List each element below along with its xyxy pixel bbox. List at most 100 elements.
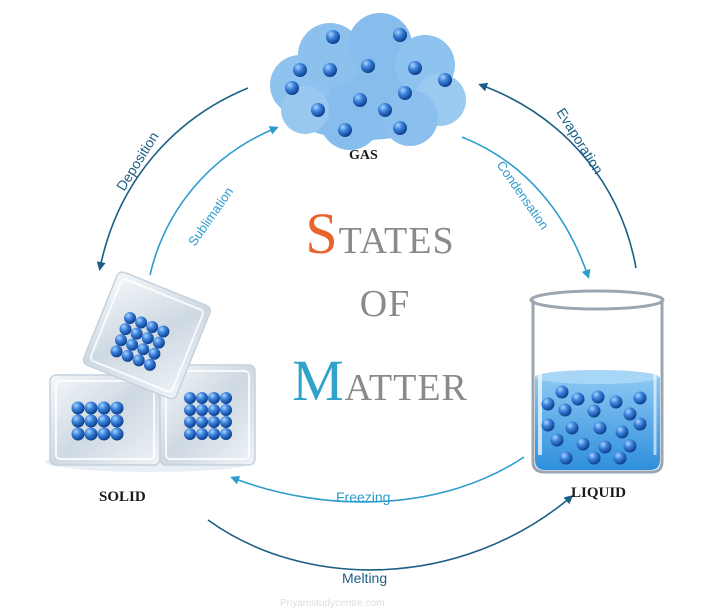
molecule [633, 417, 647, 431]
molecule [196, 428, 208, 440]
title-initial-s: S [305, 201, 339, 266]
molecule [438, 73, 452, 87]
molecule [565, 421, 579, 435]
molecule [571, 392, 585, 406]
molecule [285, 81, 299, 95]
molecule [615, 425, 629, 439]
molecule [591, 390, 605, 404]
molecule [623, 439, 637, 453]
molecule [208, 404, 220, 416]
freezing-arrow [230, 456, 525, 503]
molecule [132, 354, 145, 367]
molecule [609, 395, 623, 409]
molecule [220, 392, 232, 404]
molecule [208, 392, 220, 404]
molecule [555, 385, 569, 399]
liquid-label: LIQUID [571, 485, 627, 501]
title-of: OF [359, 283, 411, 325]
molecule [196, 404, 208, 416]
molecule [110, 427, 124, 441]
molecule [559, 451, 573, 465]
molecule [613, 451, 627, 465]
solid-label: SOLID [99, 489, 146, 505]
molecule [84, 401, 98, 415]
molecule [97, 427, 111, 441]
molecule [157, 325, 170, 338]
melting-label: Melting [342, 570, 388, 586]
evaporation-arrow [478, 82, 637, 269]
molecule [71, 427, 85, 441]
molecule [143, 358, 156, 371]
molecule [293, 63, 307, 77]
molecule [541, 397, 555, 411]
title-initial-m: M [292, 348, 345, 413]
molecule [84, 414, 98, 428]
molecule [558, 403, 572, 417]
gas-molecules [285, 28, 452, 137]
molecule [361, 59, 375, 73]
molecule [124, 312, 136, 324]
molecule [353, 93, 367, 107]
molecule [148, 347, 161, 360]
molecule [323, 63, 337, 77]
molecule [115, 334, 128, 347]
molecule [184, 416, 196, 428]
title-word-matter: MATTER [20, 347, 720, 414]
molecule [121, 349, 134, 362]
molecule [593, 421, 607, 435]
molecule [633, 391, 647, 405]
molecule [393, 121, 407, 135]
deposition-arrow [96, 87, 249, 271]
molecule [110, 414, 124, 428]
molecule [71, 401, 85, 415]
molecule [71, 414, 85, 428]
gas-label: GAS [349, 148, 378, 163]
molecule [338, 123, 352, 137]
molecule [220, 428, 232, 440]
molecule [126, 338, 139, 351]
melting-arrow [207, 495, 574, 571]
molecule [326, 30, 340, 44]
molecule [119, 323, 132, 336]
molecule [587, 451, 601, 465]
freezing-label: Freezing [336, 489, 391, 505]
source-caption: Priyamstudycentre.com [280, 598, 385, 609]
molecule [110, 345, 123, 358]
molecule [152, 336, 165, 349]
molecule [550, 433, 564, 447]
molecule [311, 103, 325, 117]
molecule [110, 401, 124, 415]
molecule [598, 440, 612, 454]
molecule [220, 416, 232, 428]
title-rest-tates: TATES [338, 220, 455, 262]
molecule [398, 86, 412, 100]
molecule [137, 343, 150, 356]
molecule [208, 428, 220, 440]
molecule [84, 427, 98, 441]
molecule [135, 316, 148, 329]
molecule [408, 61, 422, 75]
molecule [587, 404, 601, 418]
molecule [378, 103, 392, 117]
molecule [184, 404, 196, 416]
molecule [196, 392, 208, 404]
molecule [130, 327, 143, 340]
molecule [541, 418, 555, 432]
molecule [220, 404, 232, 416]
molecule [576, 437, 590, 451]
molecule [208, 416, 220, 428]
gas-cloud [270, 13, 466, 150]
molecule [97, 401, 111, 415]
molecule [141, 332, 154, 345]
molecule [196, 416, 208, 428]
condensation-arrow [461, 136, 591, 279]
title-word-of: OF [25, 282, 720, 326]
molecule [184, 428, 196, 440]
molecule [623, 407, 637, 421]
title-word-states: STATES [20, 200, 720, 267]
sublimation-arrow [149, 126, 279, 276]
molecule [146, 320, 159, 333]
liquid-molecules [541, 385, 647, 465]
title-rest-atter: ATTER [344, 367, 468, 409]
